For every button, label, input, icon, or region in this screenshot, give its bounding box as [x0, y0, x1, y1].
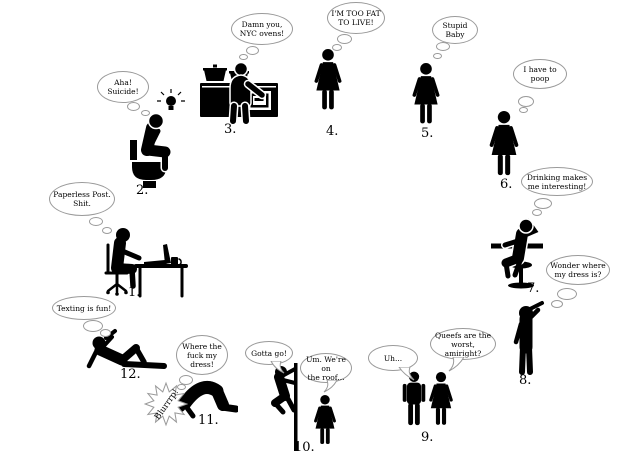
- thought-puff: [141, 110, 150, 117]
- laptop-icon: [163, 244, 171, 264]
- thought-puff: [177, 384, 186, 391]
- bottle-icon: [528, 301, 544, 311]
- figure-woman-pictogram: [487, 110, 521, 180]
- step-number: 12.: [120, 367, 141, 382]
- speech-tail: [398, 367, 415, 381]
- figure-reclining-drinker: [86, 326, 174, 374]
- speech-tail: [323, 380, 338, 393]
- figure-woman-pictogram: [427, 371, 455, 429]
- thought-bubble: I'M TOO FAT TO LIVE!: [327, 2, 385, 34]
- figure-toilet-thinker: [124, 88, 188, 190]
- figure-woman-pictogram: [312, 394, 338, 448]
- thought-puff: [127, 102, 140, 111]
- thought-puff: [239, 54, 248, 61]
- thought-bubble: Damn you, NYC ovens!: [231, 13, 293, 45]
- thought-bubble: I have to poop: [513, 59, 567, 89]
- thought-bubble: Texting is fun!: [52, 296, 116, 320]
- thought-puff: [246, 46, 259, 55]
- figure-crawling-drunk: [170, 378, 238, 420]
- figure-pole-climber: [264, 363, 304, 455]
- thought-bubble: Where the fuck my dress!: [176, 335, 228, 375]
- thought-bubble: Wonder where my dress is?: [546, 255, 610, 285]
- thought-puff: [557, 288, 577, 300]
- speech-tail: [448, 357, 465, 372]
- pole-icon: [294, 363, 298, 451]
- pot-icon: [204, 70, 226, 81]
- step-number: 2.: [136, 183, 149, 198]
- burst-bubble: Blurrrp!: [144, 381, 188, 427]
- thought-puff: [518, 96, 534, 107]
- thought-puff: [179, 375, 193, 385]
- speech-bubble: Queefs are the worst, amiright?: [430, 328, 496, 360]
- thought-bubble: Aha! Suicide!: [97, 71, 149, 103]
- thought-puff: [102, 227, 112, 234]
- step-number: 10.: [294, 440, 315, 455]
- thought-puff: [551, 300, 563, 308]
- speech-tail: [270, 361, 285, 374]
- step-number: 7.: [527, 281, 540, 296]
- step-number: 4.: [326, 124, 339, 139]
- thought-bubble: Paperless Post. Shit.: [49, 182, 115, 216]
- thought-puff: [83, 320, 103, 332]
- step-number: 3.: [224, 122, 237, 137]
- figure-cook-at-oven: [199, 55, 279, 125]
- speech-bubble: Um. We're on the roof...: [300, 353, 352, 383]
- thought-puff: [89, 217, 103, 226]
- thought-puff: [337, 34, 352, 44]
- thought-puff: [100, 329, 111, 337]
- step-number: 1.: [128, 285, 141, 300]
- lightbulb-icon: [157, 89, 185, 110]
- step-number: 6.: [500, 177, 513, 192]
- figure-bottle-drinker: [502, 300, 550, 378]
- figure-woman-pictogram: [410, 62, 442, 128]
- thought-puff: [436, 42, 450, 51]
- figure-desk-worker: [86, 224, 188, 298]
- thought-puff: [532, 209, 542, 216]
- step-number: 11.: [198, 413, 219, 428]
- thought-puff: [519, 107, 528, 114]
- figure-woman-pictogram: [312, 48, 344, 114]
- thought-bubble: Drinking makes me interesting!: [521, 167, 593, 196]
- thought-bubble: Stupid Baby: [432, 16, 478, 44]
- step-number: 9.: [421, 430, 434, 445]
- step-number: 8.: [519, 373, 532, 388]
- thought-puff: [534, 198, 552, 209]
- speech-bubble: Gotta go!: [245, 341, 293, 365]
- mug-icon: [171, 257, 178, 265]
- figure-bar-drinker: [490, 216, 556, 294]
- step-number: 5.: [421, 126, 434, 141]
- thought-puff: [433, 53, 442, 60]
- thought-puff: [332, 44, 342, 51]
